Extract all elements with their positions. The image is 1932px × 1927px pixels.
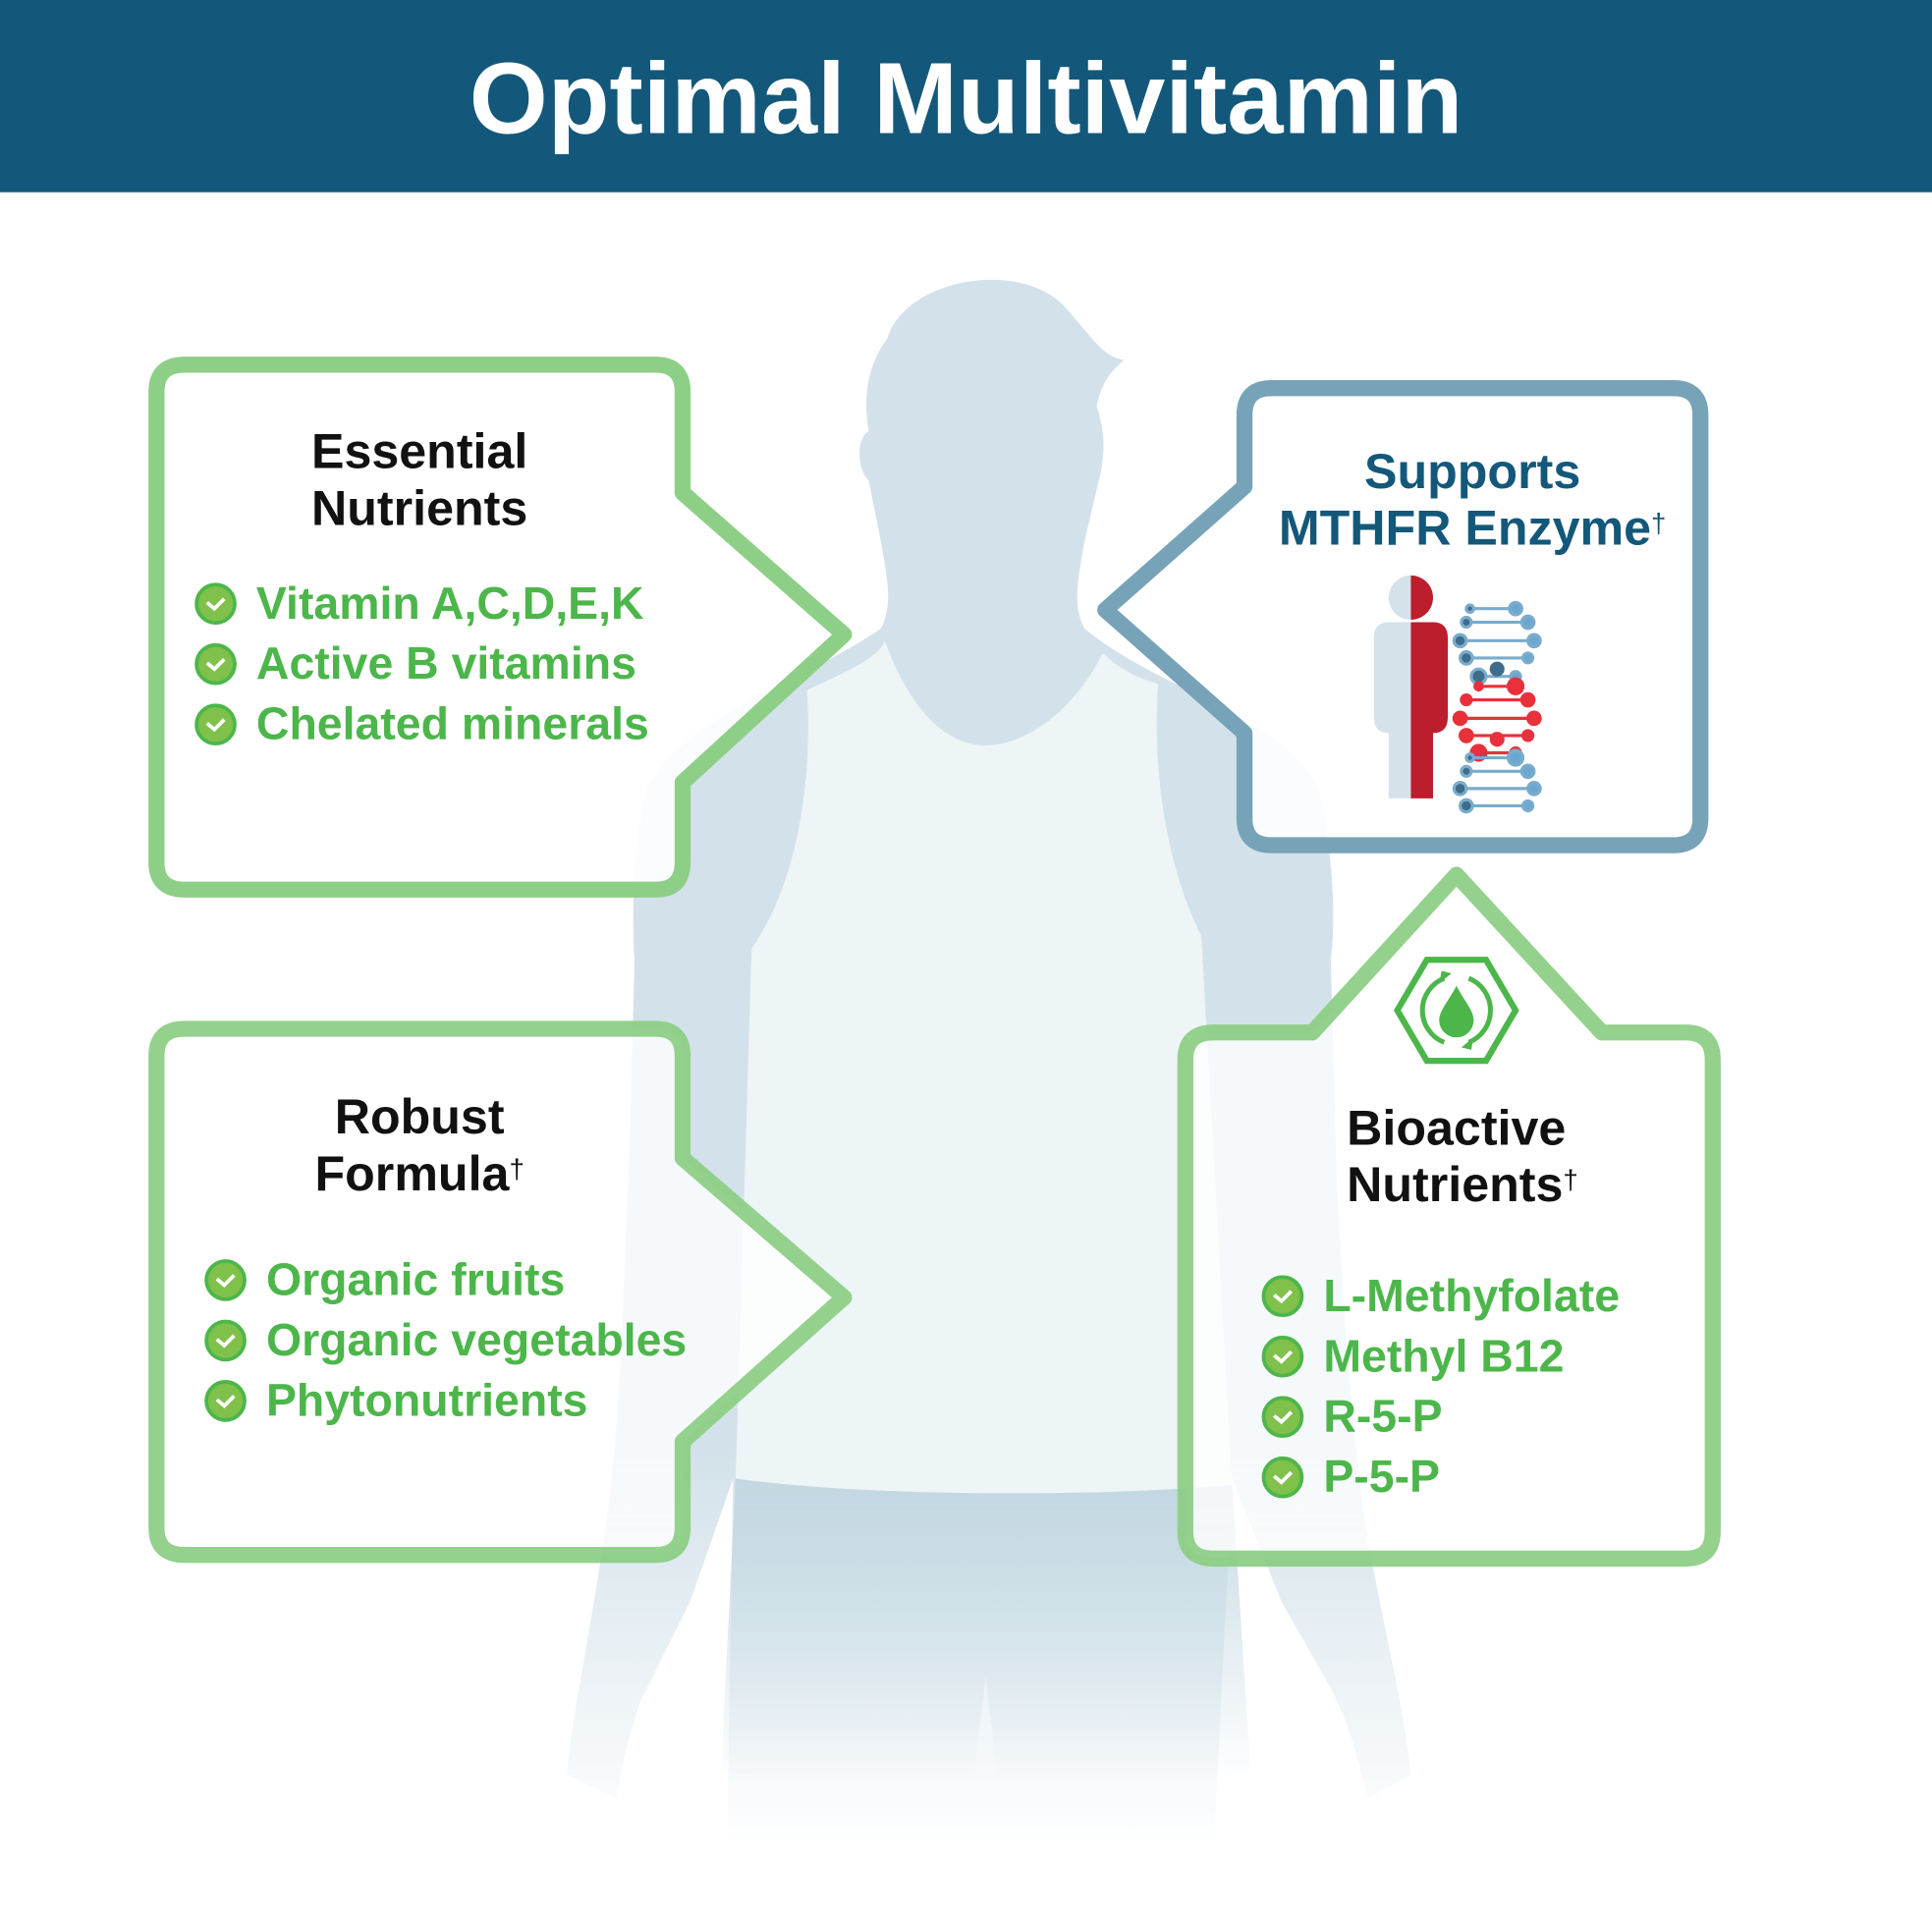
item-label: L-Methyfolate bbox=[1323, 1269, 1621, 1321]
heading-line-1: Supports bbox=[1364, 444, 1581, 500]
item-label: P-5-P bbox=[1323, 1451, 1440, 1502]
list-item: Organic vegetables bbox=[204, 1310, 687, 1370]
heading-line-1: Robust bbox=[334, 1090, 505, 1145]
check-circle-icon bbox=[194, 642, 237, 685]
check-circle-icon bbox=[204, 1318, 247, 1361]
header-banner: Optimal Multivitamin bbox=[0, 0, 1932, 193]
item-label: Organic vegetables bbox=[265, 1313, 688, 1365]
page-title: Optimal Multivitamin bbox=[469, 42, 1463, 156]
heading-line-1: Bioactive bbox=[1347, 1101, 1567, 1156]
person-dna-icon bbox=[1373, 575, 1542, 814]
item-label: Vitamin A,C,D,E,K bbox=[255, 577, 644, 629]
list-item: Vitamin A,C,D,E,K bbox=[194, 573, 649, 633]
list-item: Phytonutrients bbox=[204, 1370, 687, 1430]
item-label: Phytonutrients bbox=[265, 1374, 588, 1425]
heading-line-2: Nutrients bbox=[311, 481, 528, 536]
mthfr-heading: Supports MTHFR Enzyme† bbox=[1244, 444, 1700, 557]
essential-nutrients-callout bbox=[148, 357, 853, 898]
list-item: Methyl B12 bbox=[1261, 1326, 1620, 1386]
list-item: Chelated minerals bbox=[194, 693, 649, 753]
list-item: Organic fruits bbox=[204, 1249, 687, 1309]
check-circle-icon bbox=[1261, 1395, 1304, 1438]
list-item: R-5-P bbox=[1261, 1386, 1620, 1446]
robust-formula-heading: Robust Formula† bbox=[156, 1089, 683, 1202]
item-label: Active B vitamins bbox=[255, 637, 636, 688]
item-label: Methyl B12 bbox=[1323, 1330, 1565, 1381]
check-circle-icon bbox=[194, 702, 237, 745]
list-item: Active B vitamins bbox=[194, 633, 649, 693]
check-circle-icon bbox=[204, 1258, 247, 1301]
hexagon-drop-icon bbox=[1393, 957, 1519, 1065]
heading-line-2: Formula bbox=[314, 1146, 510, 1202]
item-label: Organic fruits bbox=[265, 1253, 566, 1304]
heading-line-2: MTHFR Enzyme bbox=[1278, 501, 1652, 556]
check-circle-icon bbox=[204, 1379, 247, 1422]
list-item: P-5-P bbox=[1261, 1447, 1620, 1507]
essential-nutrients-list: Vitamin A,C,D,E,K Active B vitamins Chel… bbox=[194, 573, 649, 753]
robust-formula-list: Organic fruits Organic vegetables Phyton… bbox=[204, 1249, 687, 1430]
check-circle-icon bbox=[194, 581, 237, 625]
list-item: L-Methyfolate bbox=[1261, 1265, 1621, 1325]
check-circle-icon bbox=[1261, 1274, 1304, 1317]
robust-formula-callout bbox=[148, 1020, 853, 1564]
bioactive-nutrients-list: L-Methyfolate Methyl B12 R-5-P P-5-P bbox=[1261, 1265, 1621, 1507]
bioactive-nutrients-callout bbox=[1177, 866, 1721, 1568]
item-label: R-5-P bbox=[1323, 1390, 1443, 1442]
essential-nutrients-heading: Essential Nutrients bbox=[156, 424, 683, 537]
dagger-mark: † bbox=[509, 1153, 524, 1184]
heading-line-2: Nutrients bbox=[1347, 1158, 1564, 1213]
dagger-mark: † bbox=[1651, 507, 1667, 539]
check-circle-icon bbox=[1261, 1456, 1304, 1498]
item-label: Chelated minerals bbox=[255, 697, 649, 749]
dagger-mark: † bbox=[1563, 1164, 1578, 1195]
check-circle-icon bbox=[1261, 1335, 1304, 1377]
heading-line-1: Essential bbox=[310, 424, 528, 480]
bioactive-nutrients-heading: Bioactive Nutrients† bbox=[1347, 1100, 1578, 1213]
